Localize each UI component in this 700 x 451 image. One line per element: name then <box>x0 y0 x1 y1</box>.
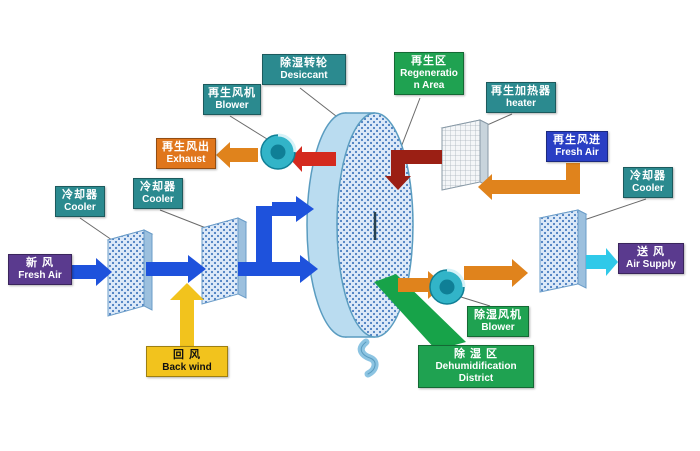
cooler-panel-1 <box>106 229 154 317</box>
label-desiccant-wheel: 除湿转轮 Desiccant <box>262 54 346 85</box>
process-air-arrows <box>72 196 318 286</box>
label-fresh-air: 新 风 Fresh Air <box>8 254 72 285</box>
label-regen-fresh-air-en: Fresh Air <box>555 146 599 158</box>
label-back-wind-zh: 回 风 <box>172 349 202 361</box>
label-regen-fresh-air: 再生风进 Fresh Air <box>546 131 608 162</box>
regen-blower-fan <box>260 133 297 170</box>
label-back-wind-en: Back wind <box>162 361 212 373</box>
label-dehumid-blower-zh: 除湿风机 <box>474 309 522 321</box>
heated-air-arrow <box>385 150 442 190</box>
label-cooler-right-en: Cooler <box>632 182 664 194</box>
arrow-riser <box>256 206 272 276</box>
label-cooler-2: 冷却器 Cooler <box>133 178 183 209</box>
dehumidification-wedge <box>374 274 466 350</box>
label-cooler-right-zh: 冷却器 <box>630 170 666 182</box>
arrow-regen-intake-left <box>492 180 580 194</box>
label-air-supply-en: Air Supply <box>625 258 676 270</box>
return-air-arrow <box>170 283 204 346</box>
label-regen-blower: 再生风机 Blower <box>203 84 261 115</box>
label-exhaust-en: Exhaust <box>166 153 206 165</box>
label-regen-heater: 再生加热器 heater <box>486 82 556 113</box>
arrow-cooler1-to-cooler2 <box>146 262 188 276</box>
arrow-blower-to-exhaust <box>230 148 258 162</box>
label-exhaust: 再生风出 Exhaust <box>156 138 216 169</box>
label-exhaust-zh: 再生风出 <box>162 141 210 153</box>
label-regen-heater-zh: 再生加热器 <box>491 85 551 97</box>
label-dehumid-district-zh: 除 湿 区 <box>453 348 499 360</box>
dehumid-blower-fan <box>429 268 466 305</box>
cooler-panel-right <box>538 209 588 293</box>
label-regen-blower-zh: 再生风机 <box>208 87 256 99</box>
heater-panel <box>440 119 490 191</box>
label-fresh-air-en: Fresh Air <box>18 269 62 281</box>
label-cooler-2-zh: 冷却器 <box>140 181 176 193</box>
label-dehumid-blower: 除湿风机 Blower <box>467 306 529 337</box>
arrow-wheel-to-dehumid-blower <box>398 278 428 292</box>
label-back-wind: 回 风 Back wind <box>146 346 228 377</box>
label-regen-fresh-air-zh: 再生风进 <box>553 134 601 146</box>
label-cooler-1-en: Cooler <box>64 201 96 213</box>
arrow-freshair-to-cooler1 <box>72 265 96 279</box>
label-dehumid-district-en: Dehumidification District <box>435 360 517 384</box>
regen-exit-arrow <box>290 146 336 172</box>
label-air-supply-zh: 送 风 <box>636 246 666 258</box>
label-dehumid-district: 除 湿 区 Dehumidification District <box>418 345 534 388</box>
drain-ribbon <box>357 338 379 378</box>
label-cooler-right: 冷却器 Cooler <box>623 167 673 198</box>
label-fresh-air-zh: 新 风 <box>25 257 55 269</box>
label-desiccant-wheel-zh: 除湿转轮 <box>280 57 328 69</box>
cooler-panel-2 <box>200 217 248 305</box>
regeneration-air-arrows <box>216 142 580 299</box>
label-regen-blower-en: Blower <box>215 99 249 111</box>
connector-lines <box>79 87 647 307</box>
label-cooler-1: 冷却器 Cooler <box>55 186 105 217</box>
label-air-supply: 送 风 Air Supply <box>618 243 684 274</box>
arrow-cooler2-to-wheel-upper <box>272 202 296 216</box>
label-cooler-1-zh: 冷却器 <box>62 189 98 201</box>
label-regeneration-area-zh: 再生区 <box>411 55 447 67</box>
label-regeneration-area-en: Regeneration Area <box>400 67 458 91</box>
label-cooler-2-en: Cooler <box>142 193 174 205</box>
label-dehumid-blower-en: Blower <box>481 321 515 333</box>
label-desiccant-wheel-en: Desiccant <box>280 69 328 81</box>
label-regeneration-area: 再生区 Regeneration Area <box>394 52 464 95</box>
air-supply-arrow <box>586 248 618 276</box>
label-regen-heater-en: heater <box>505 97 536 109</box>
arrow-blower-to-cooler-right <box>464 266 512 280</box>
